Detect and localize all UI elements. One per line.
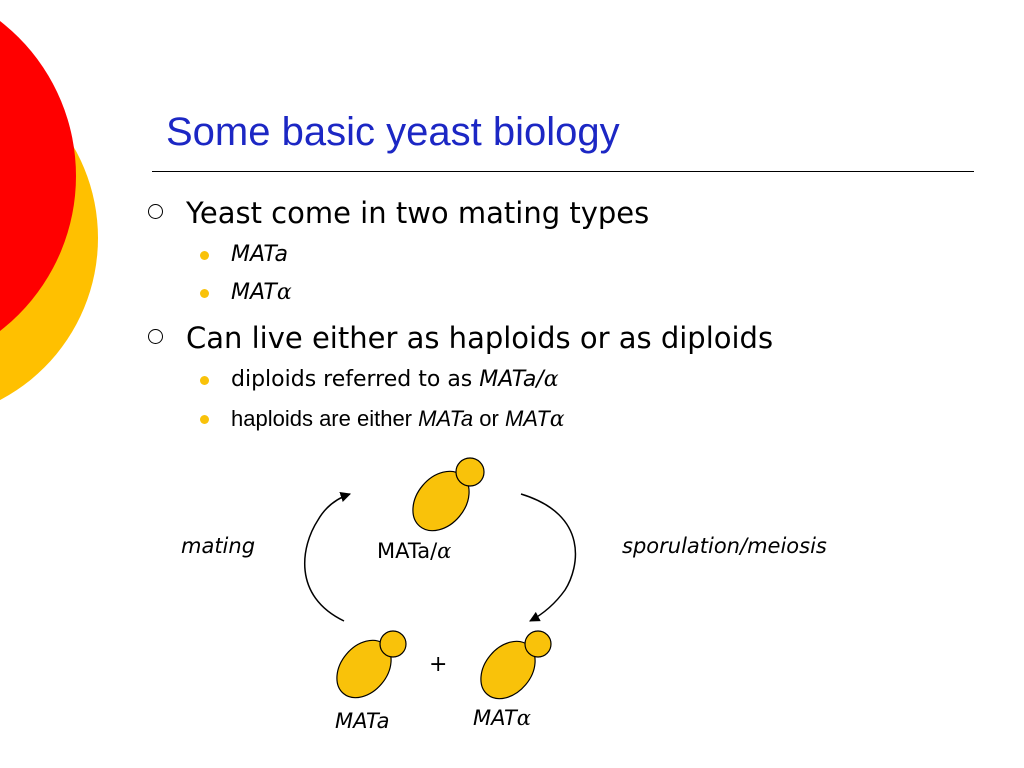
haploid-mata-label: MATa bbox=[335, 709, 390, 733]
haploid-matalpha-label: MATα bbox=[473, 706, 531, 730]
mating-label: mating bbox=[181, 534, 256, 558]
mother-cell bbox=[412, 470, 470, 532]
diploid-label: MATa/α bbox=[377, 539, 452, 563]
sporulation-arrow bbox=[520, 493, 577, 622]
mother-cell bbox=[336, 639, 392, 699]
haploid-mata-cell bbox=[336, 630, 407, 699]
bud-cell bbox=[379, 630, 407, 658]
plus-sign: + bbox=[429, 652, 448, 677]
bud-cell bbox=[455, 457, 485, 487]
slide-title: Some basic yeast biology bbox=[166, 110, 620, 154]
bud-cell bbox=[524, 630, 552, 658]
sporulation-label: sporulation/meiosis bbox=[622, 534, 827, 558]
diploid-cell bbox=[412, 457, 485, 532]
dot-bullet-icon bbox=[200, 289, 209, 298]
hollow-circle-bullet-icon bbox=[148, 329, 163, 344]
decorative-circles bbox=[0, 21, 98, 401]
dot-bullet-icon bbox=[200, 415, 209, 424]
title-divider bbox=[152, 171, 974, 172]
mother-cell bbox=[480, 640, 536, 700]
dot-bullet-icon bbox=[200, 251, 209, 260]
mating-arrow bbox=[304, 492, 351, 622]
haploid-matalpha-cell bbox=[480, 630, 552, 700]
dot-bullet-icon bbox=[200, 376, 209, 385]
hollow-circle-bullet-icon bbox=[148, 204, 163, 219]
red-circle bbox=[0, 21, 76, 331]
